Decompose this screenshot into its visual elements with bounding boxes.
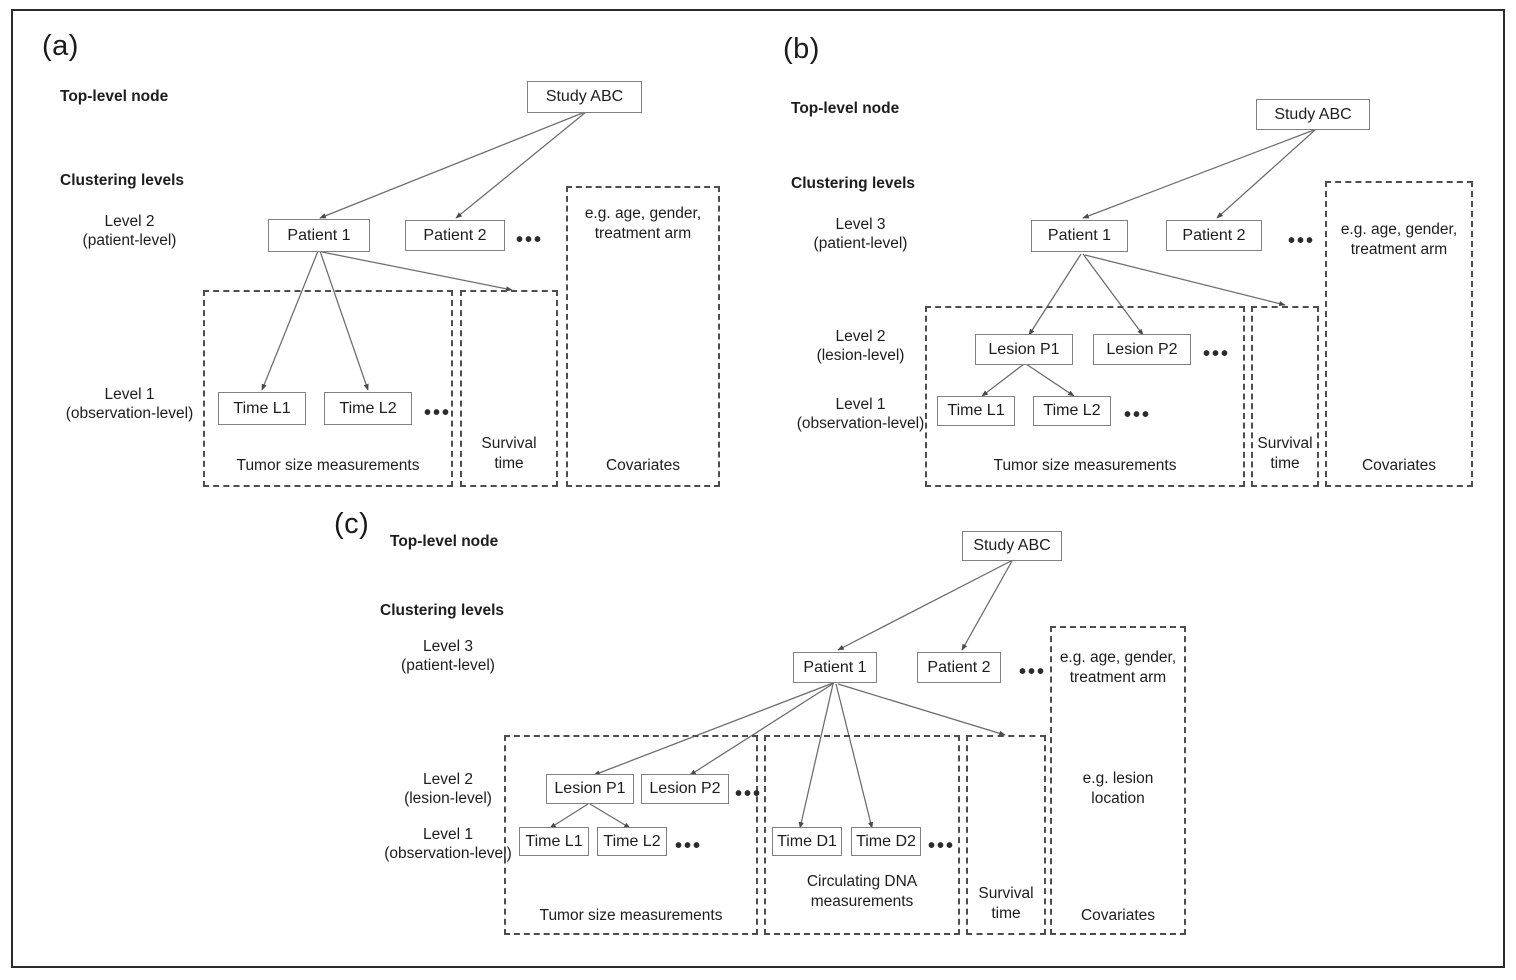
- edge-b-lesionP1-timeL1: [981, 363, 1025, 397]
- panel-a-survival-group-box: [460, 290, 558, 487]
- panel-b-tumor-group-label: Tumor size measurements: [993, 457, 1177, 474]
- panel-c-top-level-node-label: Top-level node: [390, 533, 499, 550]
- panel-a-level-1-label: Level 1(observation-level): [65, 386, 194, 423]
- panel-a-node-study[interactable]: Study ABC: [527, 81, 642, 113]
- edge-b-patient1-survival: [1084, 254, 1286, 307]
- panel-c-times-l-ellipsis: •••: [675, 835, 703, 857]
- panel-b-survival-group-box: [1251, 306, 1319, 487]
- panel-a-letter: (a): [42, 30, 79, 62]
- panel-b-level-1-label: Level 1(observation-level): [796, 396, 925, 433]
- edge-study-patient1: [319, 111, 586, 219]
- panel-c-lesions-ellipsis: •••: [735, 783, 763, 805]
- panel-c-tumor-group-label: Tumor size measurements: [539, 907, 723, 924]
- panel-c-node-time-l2[interactable]: Time L2: [597, 827, 667, 856]
- figure-border: [11, 9, 1505, 968]
- panel-c-level-3-label: Level 3(patient-level): [401, 638, 495, 675]
- edge-b-study-patient2: [1216, 129, 1316, 219]
- panel-b-times-ellipsis: •••: [1124, 404, 1152, 426]
- panel-c-covariate-example-patient: e.g. age, gender,treatment arm: [1059, 649, 1177, 687]
- panel-c-node-lesion-p1[interactable]: Lesion P1: [546, 774, 634, 804]
- panel-a-node-patient-1[interactable]: Patient 1: [268, 219, 370, 252]
- edge-patient1-timeL2: [319, 250, 369, 391]
- edge-c-study-patient1: [837, 560, 1012, 651]
- panel-b-node-lesion-p2[interactable]: Lesion P2: [1093, 334, 1191, 365]
- edge-b-patient1-lesionP1: [1028, 253, 1082, 336]
- edge-c-patient1-timeD1: [798, 683, 834, 829]
- panel-b-clustering-levels-label: Clustering levels: [791, 175, 916, 192]
- edge-study-patient2: [455, 111, 587, 219]
- panel-b-covariates-group-box: [1325, 181, 1473, 487]
- panel-c-node-time-l1[interactable]: Time L1: [519, 827, 589, 856]
- edge-b-lesionP1-timeL2: [1025, 363, 1075, 397]
- panel-a-top-level-node-label: Top-level node: [60, 88, 169, 105]
- panel-a-covariates-group-box: [566, 186, 720, 487]
- panel-b-top-level-node-label: Top-level node: [791, 100, 900, 117]
- panel-b-lesions-ellipsis: •••: [1203, 343, 1231, 365]
- panel-c-node-patient-1[interactable]: Patient 1: [793, 652, 877, 683]
- panel-c-node-patient-2[interactable]: Patient 2: [917, 652, 1001, 683]
- edge-c-lesionP1-timeL2: [589, 803, 631, 829]
- edge-patient1-timeL1: [261, 250, 319, 391]
- edge-c-patient1-lesionP2: [689, 682, 835, 776]
- panel-c-patients-ellipsis: •••: [1019, 661, 1047, 683]
- panel-c-letter: (c): [334, 508, 370, 540]
- edge-c-study-patient2: [961, 560, 1013, 651]
- panel-b-tumor-group-box: [925, 306, 1245, 487]
- panel-b-node-time-l1[interactable]: Time L1: [937, 396, 1015, 426]
- edge-c-patient1-lesionP1: [593, 682, 834, 776]
- panel-b-patients-ellipsis: •••: [1288, 230, 1316, 252]
- panel-c-dna-group-box: [764, 735, 960, 935]
- panel-a-node-time-l1[interactable]: Time L1: [218, 392, 306, 425]
- panel-b-covariates-group-label: Covariates: [1361, 457, 1437, 474]
- edge-b-study-patient1: [1082, 129, 1315, 219]
- panel-c-survival-group-box: [966, 735, 1046, 935]
- edge-c-patient1-survival: [837, 683, 1006, 736]
- panel-c-node-lesion-p2[interactable]: Lesion P2: [641, 774, 729, 804]
- panel-c-covariates-group-label: Covariates: [1080, 907, 1156, 924]
- panel-b-node-study[interactable]: Study ABC: [1256, 99, 1370, 130]
- panel-a-times-ellipsis: •••: [424, 402, 452, 424]
- panel-c-times-d-ellipsis: •••: [928, 835, 956, 857]
- panel-a-node-time-l2[interactable]: Time L2: [324, 392, 412, 425]
- panel-b-letter: (b): [783, 33, 820, 65]
- edge-patient1-survival: [321, 251, 513, 292]
- panel-a-clustering-levels-label: Clustering levels: [60, 172, 185, 189]
- panel-b-node-patient-1[interactable]: Patient 1: [1031, 220, 1128, 252]
- panel-c-tumor-group-box: [504, 735, 758, 935]
- panel-a-covariate-example: e.g. age, gender,treatment arm: [584, 205, 702, 243]
- panel-b-node-time-l2[interactable]: Time L2: [1033, 396, 1111, 426]
- panel-b-level-2-label: Level 2(lesion-level): [816, 328, 905, 365]
- panel-b-node-patient-2[interactable]: Patient 2: [1166, 220, 1262, 251]
- panel-a-level-2-label: Level 2(patient-level): [82, 213, 177, 250]
- panel-c-level-1-label: Level 1(observation-level): [384, 826, 512, 863]
- panel-b-level-3-label: Level 3(patient-level): [813, 216, 908, 253]
- edge-c-patient1-timeD2: [835, 683, 874, 829]
- panel-a-covariates-group-label: Covariates: [605, 457, 681, 474]
- edge-c-lesionP1-timeL1: [549, 803, 589, 829]
- panel-a-tumor-group-box: [203, 290, 453, 487]
- panel-c-node-time-d2[interactable]: Time D2: [851, 827, 921, 856]
- panel-c-node-study[interactable]: Study ABC: [962, 531, 1062, 561]
- panel-a-node-patient-2[interactable]: Patient 2: [405, 220, 505, 251]
- panel-c-covariates-group-box: [1050, 626, 1186, 935]
- panel-c-clustering-levels-label: Clustering levels: [380, 602, 505, 619]
- edge-b-patient1-lesionP2: [1082, 253, 1144, 336]
- panel-b-covariate-example: e.g. age, gender,treatment arm: [1340, 221, 1458, 259]
- panel-a-patients-ellipsis: •••: [516, 229, 544, 251]
- panel-c-node-time-d1[interactable]: Time D1: [772, 827, 842, 856]
- panel-a-tumor-group-label: Tumor size measurements: [236, 457, 420, 474]
- panel-c-level-2-label: Level 2(lesion-level): [404, 771, 492, 808]
- panel-b-node-lesion-p1[interactable]: Lesion P1: [975, 334, 1073, 365]
